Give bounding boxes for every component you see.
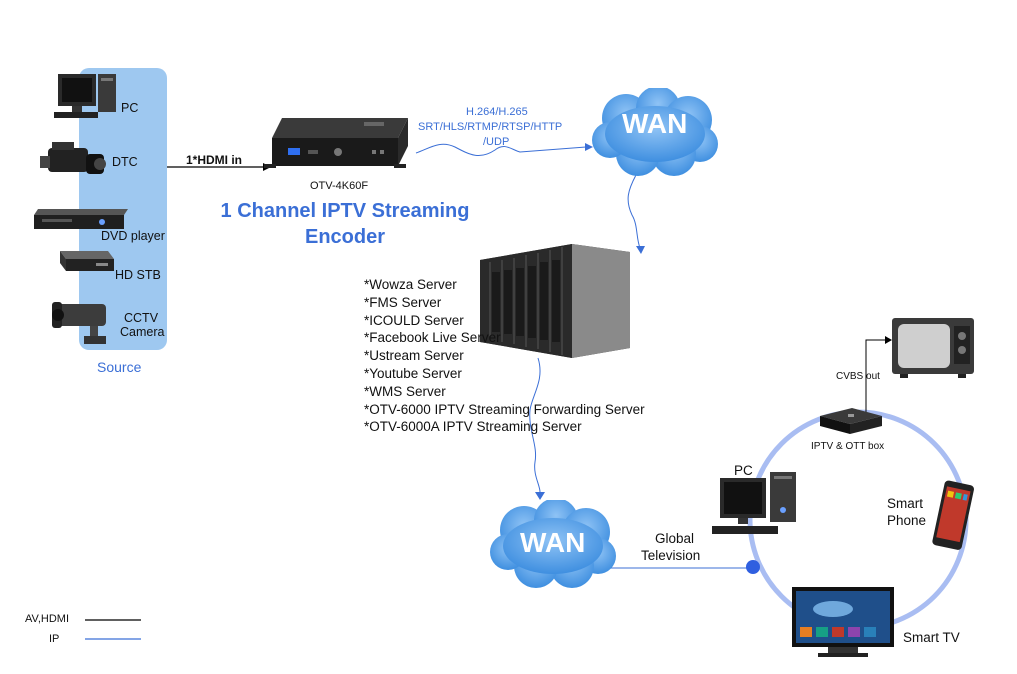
set-top-box-icon bbox=[60, 251, 114, 271]
server-item: *ICOULD Server bbox=[364, 312, 464, 328]
encoder-title-line1: 1 Channel IPTV Streaming bbox=[220, 200, 470, 222]
global-label: Global bbox=[655, 531, 695, 546]
source-panel-label: Source bbox=[97, 359, 142, 375]
source-label-dtc: DTC bbox=[112, 155, 138, 169]
cvbs-arrowhead bbox=[885, 336, 892, 344]
server-item: *Wowza Server bbox=[364, 277, 457, 292]
wan-cloud-top bbox=[592, 88, 718, 176]
wan-top-label: WAN bbox=[622, 108, 688, 139]
desktop-pc-icon bbox=[712, 472, 796, 534]
encoder-model-label: OTV-4K60F bbox=[310, 180, 369, 192]
iptv-box-label: IPTV & OTT box bbox=[811, 441, 885, 452]
desktop-pc-icon bbox=[54, 74, 116, 118]
iptv-box-icon bbox=[820, 408, 882, 434]
crt-tv-icon bbox=[892, 318, 974, 378]
server-rack-icon bbox=[480, 244, 630, 358]
cvbs-line bbox=[865, 339, 886, 415]
phone-label-line2: Phone bbox=[887, 513, 927, 528]
server-item: *Facebook Live Server bbox=[364, 330, 501, 346]
smartphone-icon bbox=[932, 480, 974, 550]
endpoint-pc-label: PC bbox=[734, 463, 753, 478]
encoder-title-line2: Encoder bbox=[304, 226, 386, 248]
protocol-line3: /UDP bbox=[483, 136, 510, 148]
source-label-pc: PC bbox=[121, 101, 139, 115]
protocol-line1: H.264/H.265 bbox=[466, 106, 528, 118]
phone-label-line1: Smart bbox=[887, 496, 924, 511]
source-label-stb: HD STB bbox=[115, 268, 161, 282]
server-item: *OTV-6000A IPTV Streaming Server bbox=[364, 419, 582, 435]
server-item: *Youtube Server bbox=[364, 365, 462, 381]
source-label-dvd: DVD player bbox=[101, 229, 165, 243]
wan-to-server-line bbox=[627, 174, 641, 249]
wan-cloud-bottom bbox=[490, 500, 616, 588]
source-label-cctv: CCTV bbox=[124, 311, 159, 325]
protocol-line2: SRT/HLS/RTMP/RTSP/HTTP bbox=[418, 121, 563, 133]
cvbs-label: CVBS out bbox=[836, 371, 880, 382]
hdmi-input-label: 1*HDMI in bbox=[186, 153, 243, 167]
wan-to-server-arrowhead bbox=[636, 246, 645, 254]
broadcast-camera-icon bbox=[40, 142, 106, 174]
television-label: Television bbox=[641, 548, 701, 563]
legend-ip-label: IP bbox=[49, 633, 60, 645]
server-to-wan-line bbox=[529, 357, 541, 493]
encoder-to-wan-arrowhead bbox=[585, 143, 593, 151]
dvd-player-icon bbox=[34, 209, 128, 229]
ring-junction-dot bbox=[746, 560, 760, 574]
server-to-wan-arrowhead bbox=[535, 492, 545, 500]
server-list: *Wowza Server *FMS Server *ICOULD Server… bbox=[364, 276, 645, 436]
smart-tv-icon bbox=[792, 587, 894, 657]
legend-av-label: AV,HDMI bbox=[25, 613, 70, 625]
wan-bottom-label: WAN bbox=[520, 527, 586, 558]
server-item: *WMS Server bbox=[364, 383, 446, 399]
server-item: *OTV-6000 IPTV Streaming Forwarding Serv… bbox=[364, 401, 645, 417]
encoder-device-icon bbox=[264, 118, 408, 168]
server-item: *Ustream Server bbox=[364, 348, 464, 364]
cctv-camera-icon bbox=[52, 302, 106, 344]
server-item: *FMS Server bbox=[364, 294, 442, 310]
smart-tv-label: Smart TV bbox=[903, 630, 960, 645]
source-label-camera: Camera bbox=[120, 325, 165, 339]
encoder-to-wan-line bbox=[415, 143, 587, 157]
